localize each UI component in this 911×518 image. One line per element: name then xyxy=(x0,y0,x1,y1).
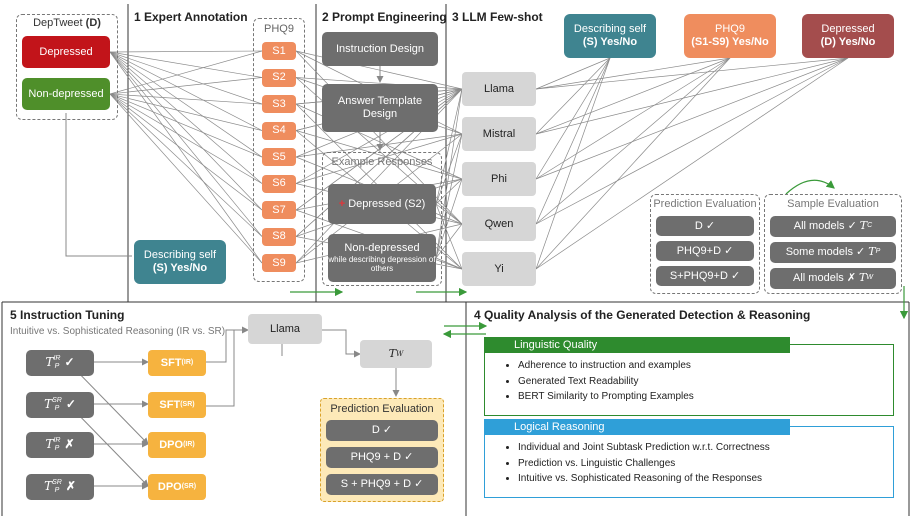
tuned-pred-eval-item: D ✓ xyxy=(326,420,438,441)
linguistic-quality-list: Adherence to instruction and examplesGen… xyxy=(504,358,884,405)
model-node: Llama xyxy=(462,72,536,106)
prediction-eval-item: S+PHQ9+D ✓ xyxy=(656,266,754,286)
instruction-design-node: Instruction Design xyxy=(322,32,438,66)
example-responses-title: Example Responses xyxy=(331,155,433,168)
tuning-method-node: SFT(SR) xyxy=(148,392,206,418)
depressed-node: Depressed xyxy=(22,36,110,68)
panel5-subtitle: Intuitive vs. Sophisticated Reasoning (I… xyxy=(10,326,226,337)
symptom-node: S7 xyxy=(262,201,296,219)
model-node: Mistral xyxy=(462,117,536,151)
tuned-pred-eval-item: PHQ9 + D ✓ xyxy=(326,447,438,468)
panel1-title: 1 Expert Annotation xyxy=(134,10,248,24)
symptom-node: S2 xyxy=(262,68,296,87)
symptom-node: S5 xyxy=(262,148,296,166)
panel3-title: 3 LLM Few-shot xyxy=(452,10,543,24)
describing-self-node: Describing self(S) Yes/No xyxy=(134,240,226,284)
output-describing-self: Describing self(S) Yes/No xyxy=(564,14,656,58)
panel4-title: 4 Quality Analysis of the Generated Dete… xyxy=(474,308,811,322)
model-node: Qwen xyxy=(462,207,536,241)
tuned-llama-node: Llama xyxy=(248,314,322,344)
symptom-node: S4 xyxy=(262,121,296,140)
output-phq9: PHQ9(S1-S9) Yes/No xyxy=(684,14,776,58)
output-depressed: Depressed(D) Yes/No xyxy=(802,14,894,58)
sample-eval-group xyxy=(764,194,902,294)
phq9-title: PHQ9 xyxy=(264,22,294,35)
prediction-eval-group xyxy=(650,194,760,294)
model-node: Phi xyxy=(462,162,536,196)
symptom-node: S8 xyxy=(262,227,296,246)
panel2-title: 2 Prompt Engineering xyxy=(322,10,447,24)
tuning-method-node: DPO(SR) xyxy=(148,474,206,500)
logical-reasoning-item: Prediction vs. Linguistic Challenges xyxy=(518,456,884,472)
tuned-pred-eval-title: Prediction Evaluation xyxy=(330,402,434,415)
logical-reasoning-list: Individual and Joint Subtask Prediction … xyxy=(504,440,884,487)
example-depressed-node: + Depressed (S2) xyxy=(328,184,436,224)
sample-eval-title: Sample Evaluation xyxy=(787,197,879,210)
symptom-node: S1 xyxy=(262,42,296,60)
logical-reasoning-item: Individual and Joint Subtask Prediction … xyxy=(518,440,884,456)
logical-reasoning-title: Logical Reasoning xyxy=(484,419,790,435)
prediction-eval-item: D ✓ xyxy=(656,216,754,236)
linguistic-quality-item: Generated Text Readability xyxy=(518,374,884,390)
tuning-method-node: SFT(IR) xyxy=(148,350,206,376)
non-depressed-node: Non-depressed xyxy=(22,78,110,110)
dataset-title: DepTweet (D) xyxy=(33,16,101,29)
answer-template-node: Answer Template Design xyxy=(322,84,438,132)
linguistic-quality-title: Linguistic Quality xyxy=(484,337,790,353)
panel5-title: 5 Instruction Tuning xyxy=(10,308,125,322)
linguistic-quality-item: Adherence to instruction and examples xyxy=(518,358,884,374)
tuned-pred-eval-item: S + PHQ9 + D ✓ xyxy=(326,474,438,495)
model-node: Yi xyxy=(462,252,536,286)
symptom-node: S6 xyxy=(262,174,296,193)
tuning-method-node: DPO(IR) xyxy=(148,432,206,458)
phq9-group xyxy=(253,18,305,282)
prediction-eval-title: Prediction Evaluation xyxy=(653,197,757,210)
logical-reasoning-item: Intuitive vs. Sophisticated Reasoning of… xyxy=(518,471,884,487)
symptom-node: S9 xyxy=(262,254,296,272)
example-responses-group xyxy=(322,152,442,286)
dataset-group xyxy=(16,14,118,120)
prediction-eval-item: PHQ9+D ✓ xyxy=(656,241,754,261)
linguistic-quality-item: BERT Similarity to Prompting Examples xyxy=(518,389,884,405)
symptom-node: S3 xyxy=(262,95,296,113)
